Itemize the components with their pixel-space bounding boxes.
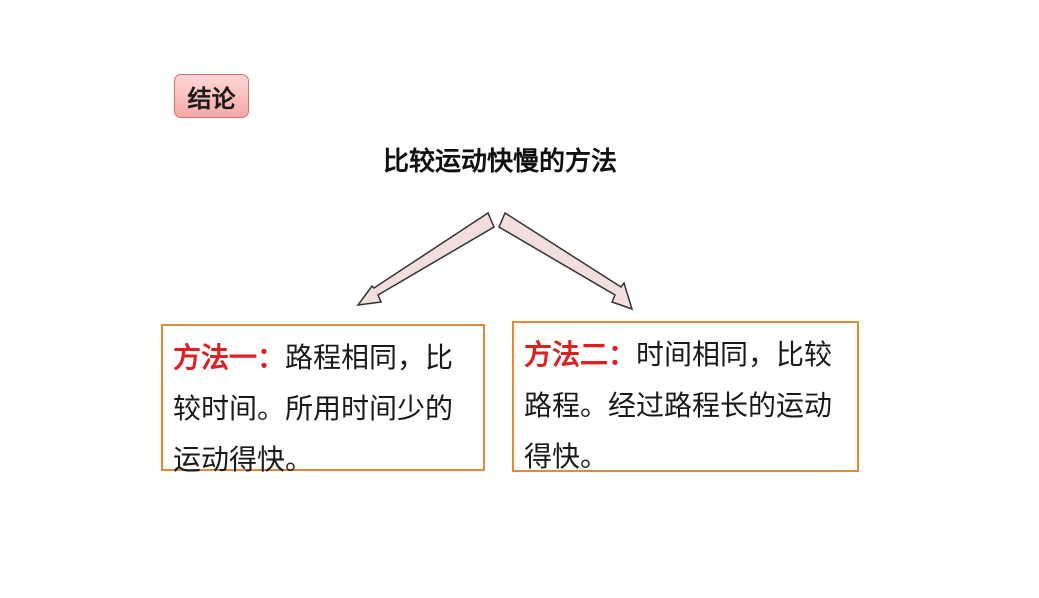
left-arrow [356,211,495,306]
method-one-label: 方法一： [173,341,286,374]
conclusion-tag-label: 结论 [187,84,236,113]
diagram-title: 比较运动快慢的方法 [382,147,617,177]
right-arrow [498,211,634,311]
method-two-label: 方法二： [524,338,637,371]
method-one-box: 方法一：路程相同，比较时间。所用时间少的运动得快。 [161,324,485,476]
method-one-text: 路程相同，比较时间。所用时间少的运动得快。 [173,341,454,476]
method-two-box: 方法二：时间相同，比较路程。经过路程长的运动得快。 [512,321,859,473]
conclusion-tag: 结论 [174,74,249,118]
method-two-text: 时间相同，比较路程。经过路程长的运动得快。 [524,338,833,473]
